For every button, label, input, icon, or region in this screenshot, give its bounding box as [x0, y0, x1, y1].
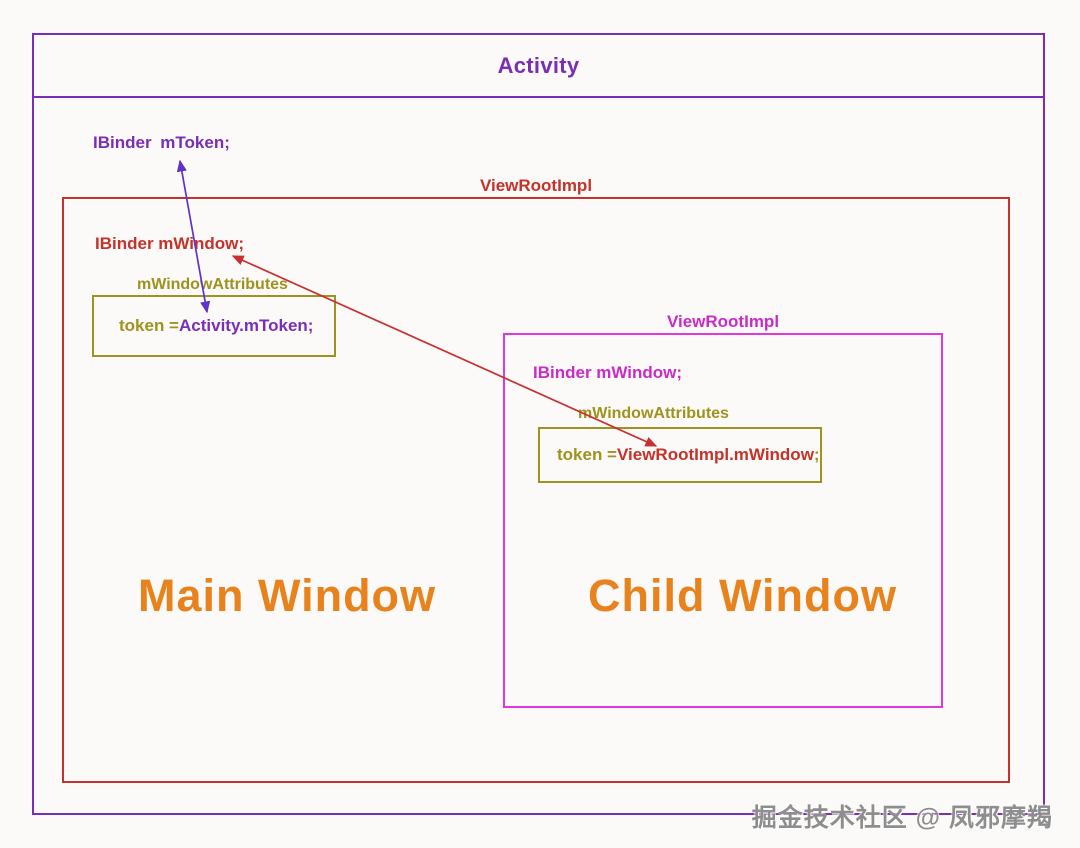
child-window-title: Child Window	[588, 570, 898, 621]
main-viewrootimpl-box	[62, 197, 1010, 783]
child-token-semicolon: ;	[813, 445, 820, 464]
child-mwindow-field: IBinder mWindow;	[533, 363, 683, 382]
activity-mtoken-field: IBinder mToken;	[93, 133, 230, 152]
main-token-prefix: token =	[119, 316, 179, 335]
main-windowattributes-box: token = Activity.mToken;	[92, 295, 336, 357]
activity-title: Activity	[497, 52, 580, 78]
child-token-prefix: token =	[557, 445, 617, 464]
main-mwindow-field: IBinder mWindow;	[95, 234, 245, 253]
child-viewrootimpl-box	[503, 333, 943, 708]
activity-header: Activity	[34, 35, 1043, 98]
activity-box: Activity	[32, 33, 1045, 815]
child-windowattributes-label: mWindowAttributes	[578, 405, 729, 422]
main-token-semicolon: ;	[307, 316, 314, 335]
child-viewrootimpl-label: ViewRootImpl	[666, 312, 780, 331]
main-viewrootimpl-label: ViewRootImpl	[479, 176, 593, 195]
main-window-title: Main Window	[138, 570, 437, 621]
child-token-value: ViewRootImpl.mWindow	[617, 445, 814, 464]
watermark-text: 掘金技术社区 @ 凤邪摩羯	[751, 804, 1053, 832]
main-token-value: Activity.mToken	[179, 316, 308, 335]
main-windowattributes-label: mWindowAttributes	[137, 276, 288, 293]
child-windowattributes-box: token = ViewRootImpl.mWindow;	[538, 427, 822, 483]
